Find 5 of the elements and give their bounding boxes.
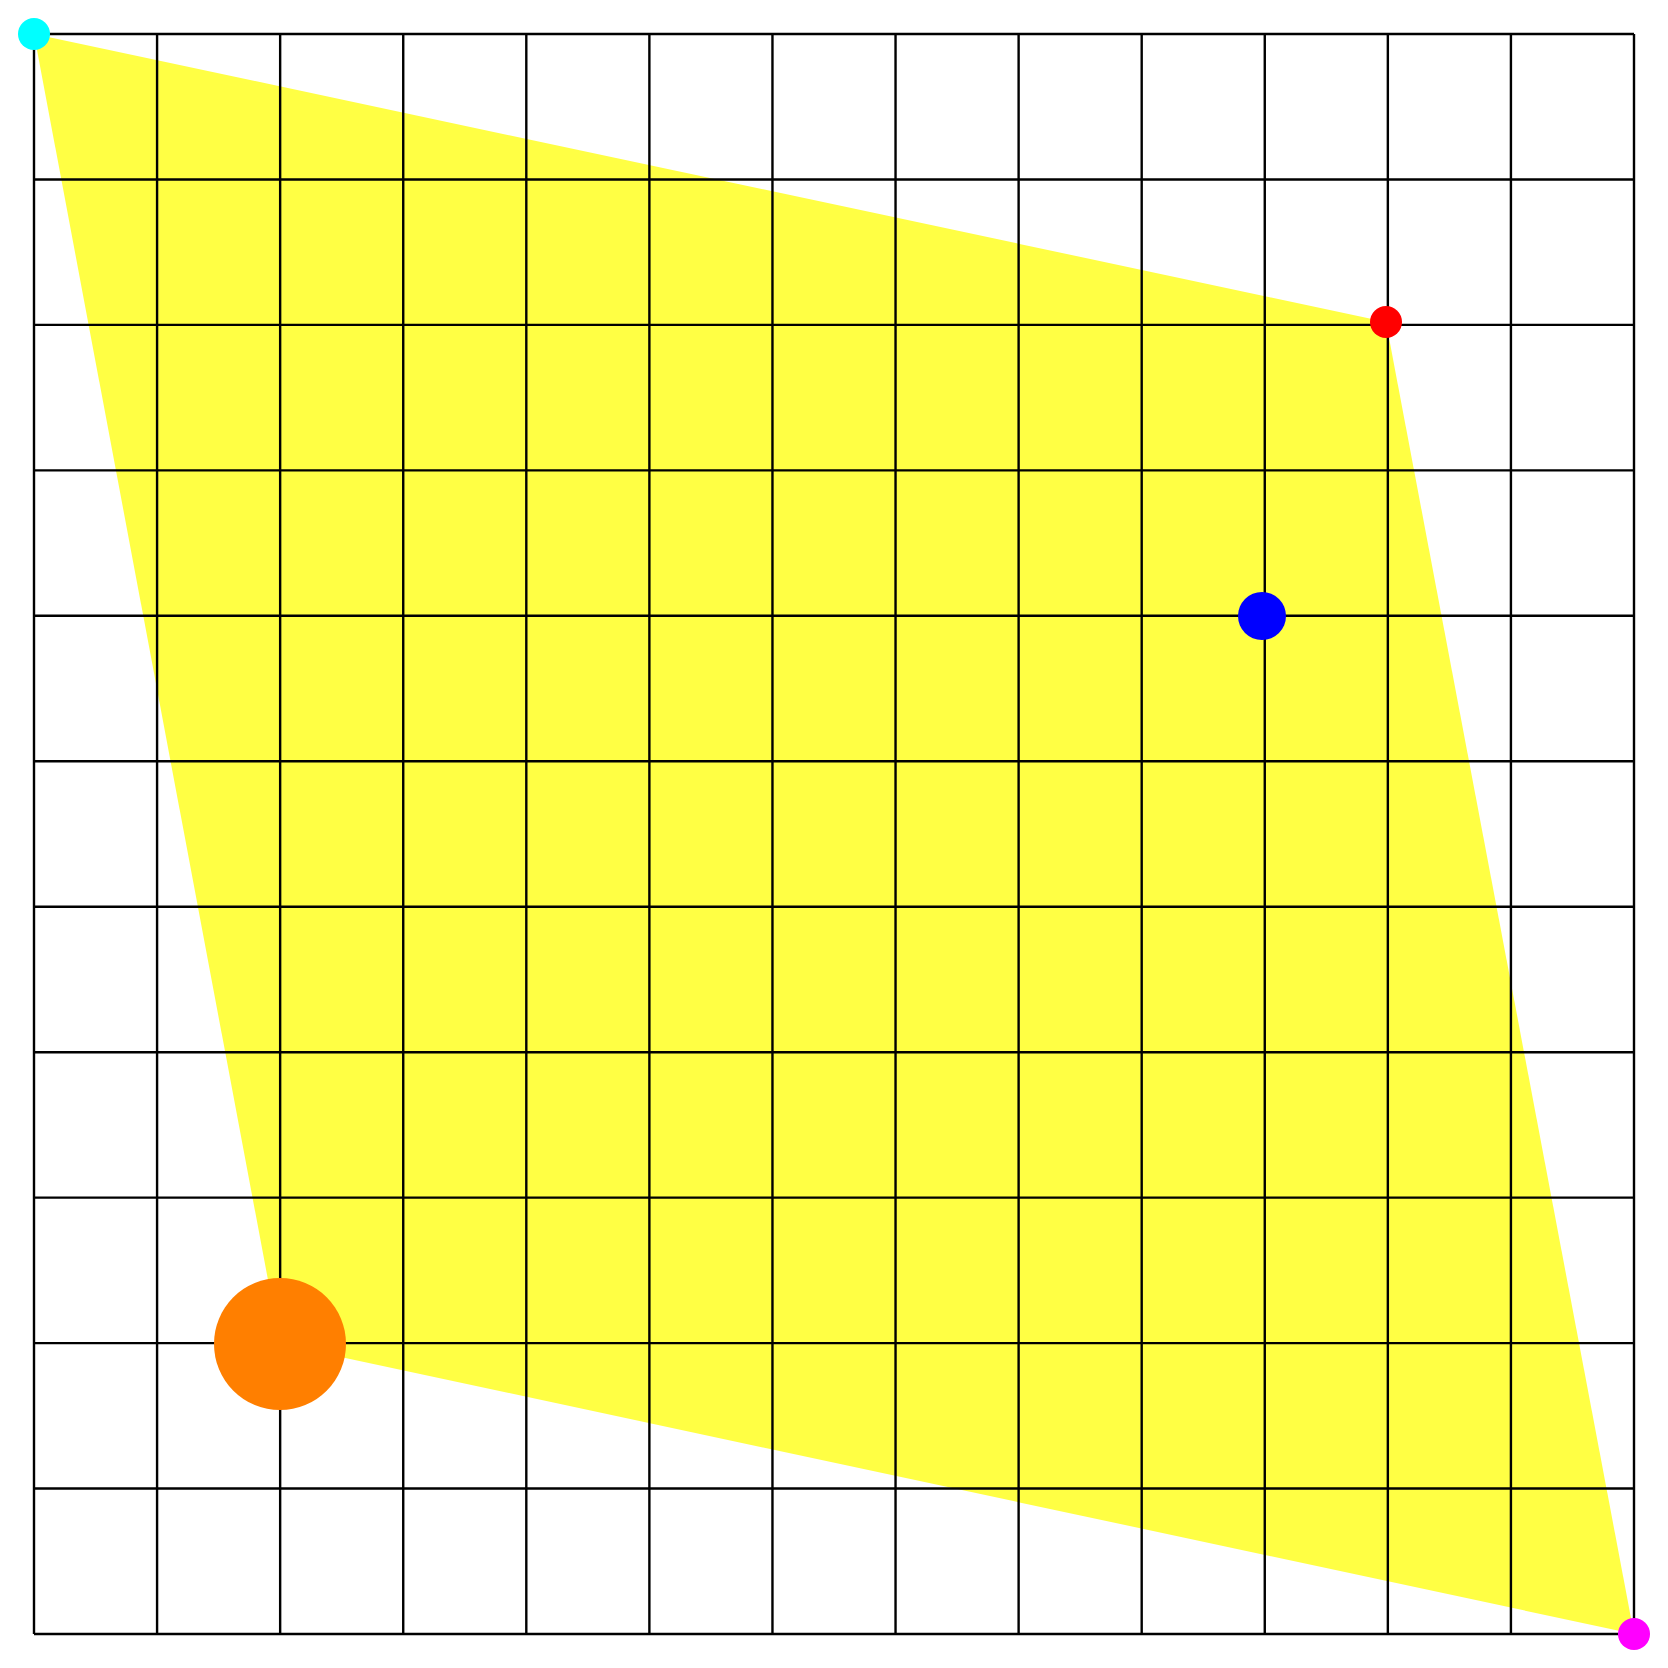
dot bbox=[1618, 1618, 1650, 1650]
dot bbox=[1370, 306, 1402, 338]
dot bbox=[214, 1278, 346, 1410]
dot bbox=[1238, 592, 1286, 640]
dot bbox=[18, 18, 50, 50]
